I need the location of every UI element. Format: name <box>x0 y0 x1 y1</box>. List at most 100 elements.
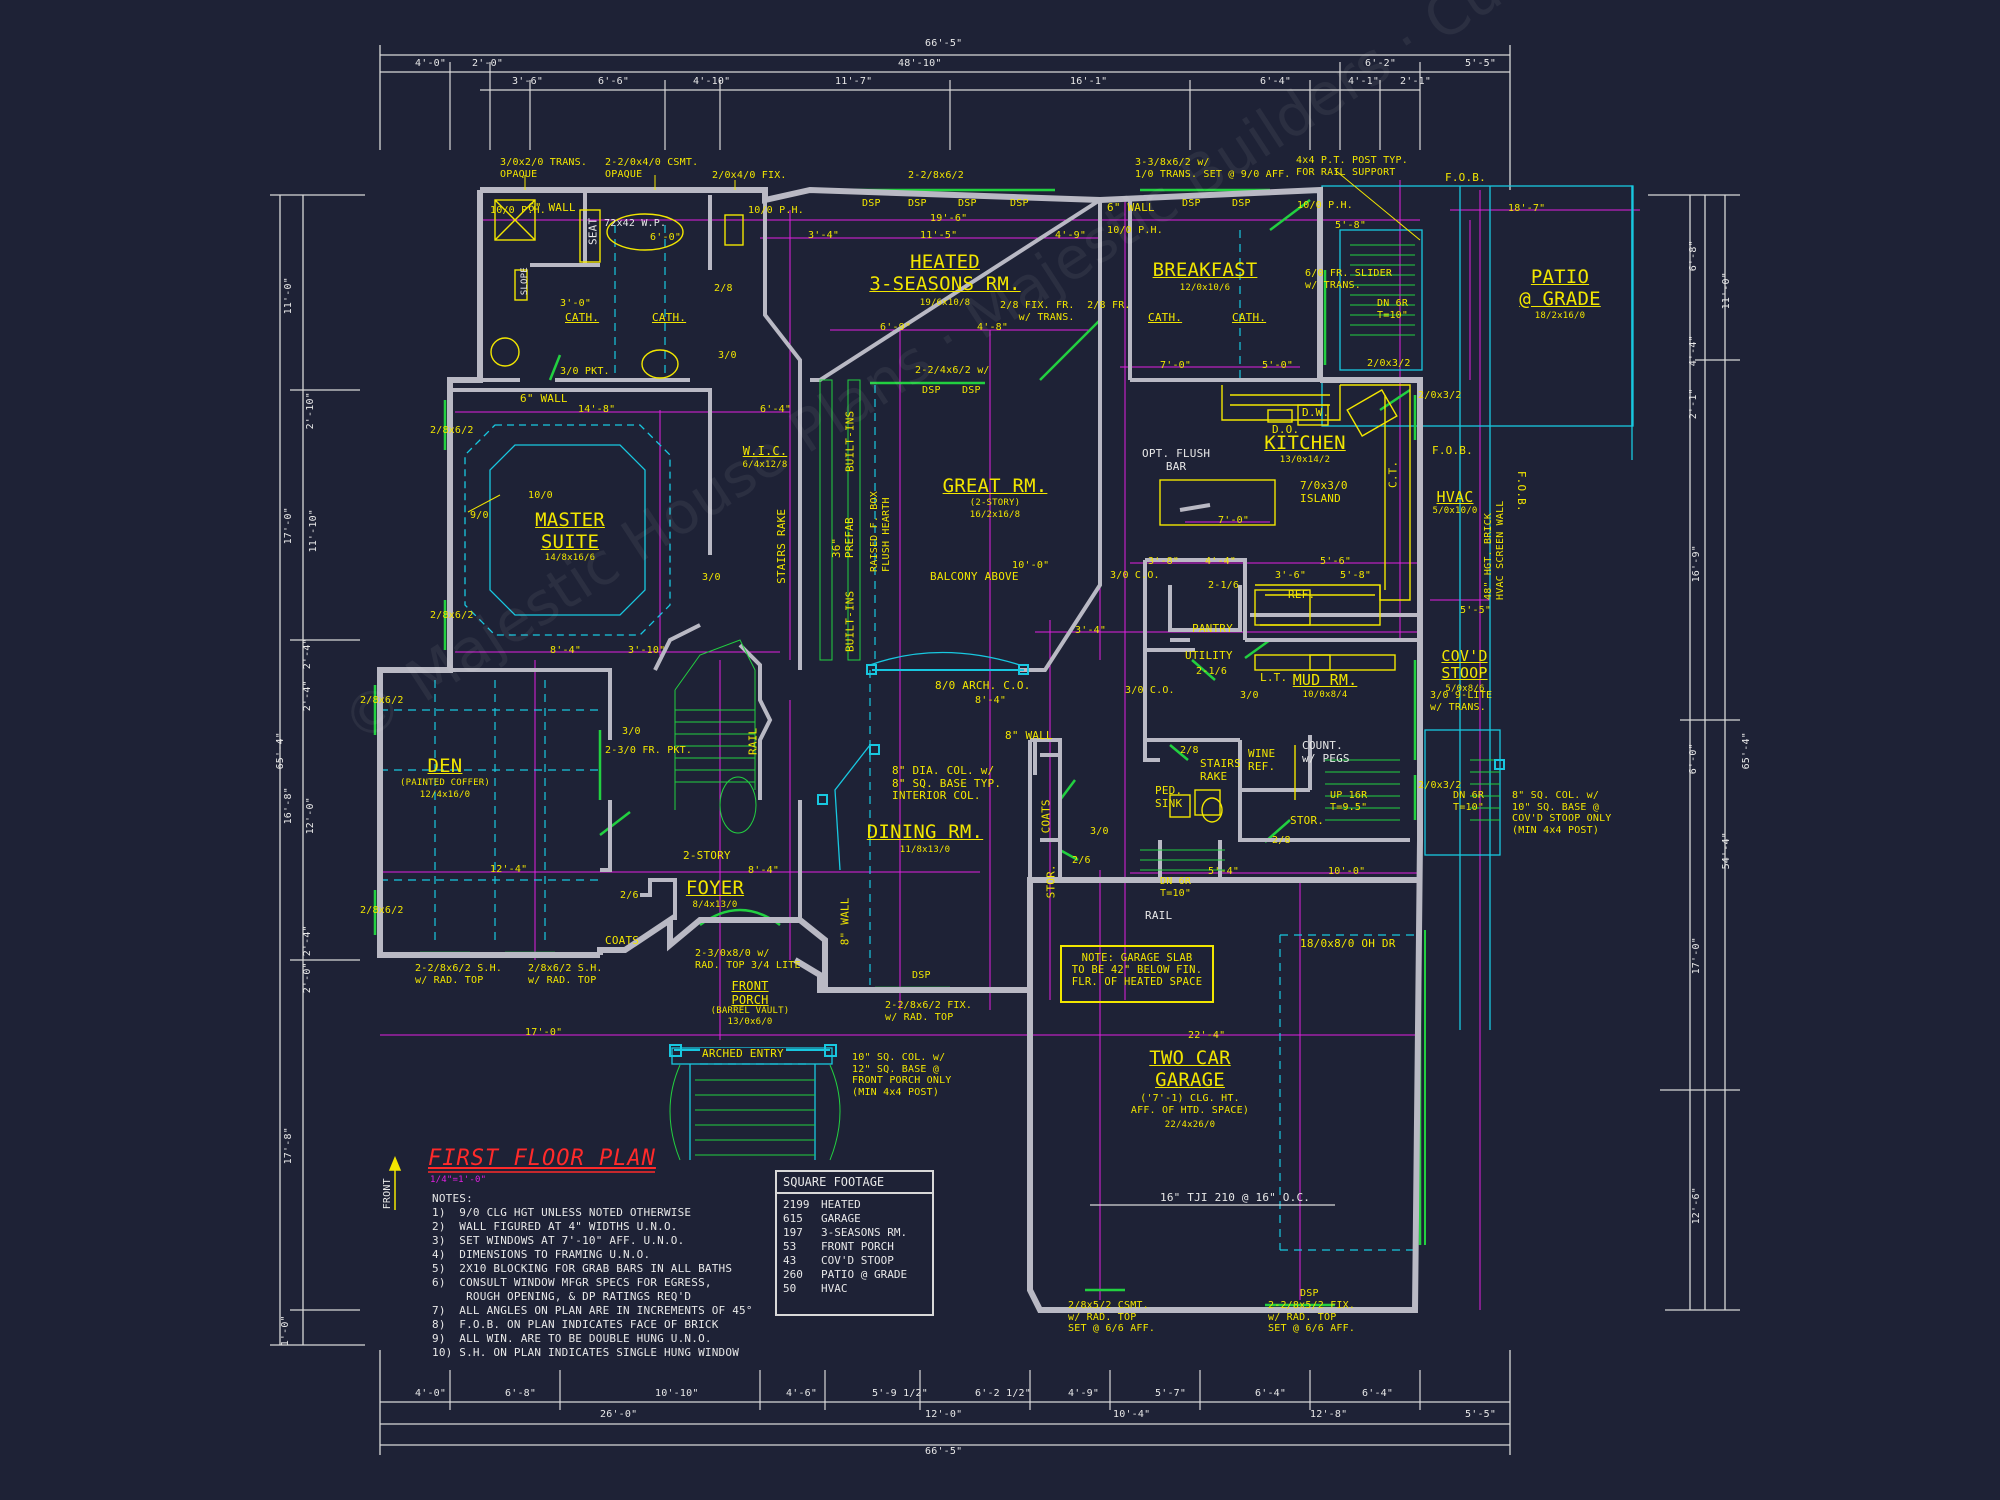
dimension-label: 12'-0" <box>925 1409 963 1420</box>
callout: 3/0 <box>702 572 721 583</box>
label-fob2: F.O.B. <box>1432 444 1473 457</box>
dimension-label: 4'-9" <box>1055 230 1087 241</box>
label-built-ins2: BUILT-INS <box>843 590 857 653</box>
label-fob3: F.O.B. <box>1514 470 1528 512</box>
room-den-sub: (PAINTED COFFER) <box>400 778 490 788</box>
callout: 2-2/8x6/2 FIX. w/ RAD. TOP <box>885 1000 973 1023</box>
label-wine-ref: WINE REF. <box>1248 747 1276 773</box>
callout: 9/0 <box>470 510 489 521</box>
dimension-label: 6'-4" <box>1260 76 1292 87</box>
dimension-label: 66'-5" <box>925 1446 963 1457</box>
callout: 2/6 <box>620 890 639 901</box>
callout: 2/8 FIX. FR. 2/8 FR. w/ TRANS. <box>1000 300 1131 323</box>
room-patio-size: 18/2x16/0 <box>1534 311 1586 321</box>
label-fob1: F.O.B. <box>1445 171 1486 184</box>
sqft-value: 43 <box>783 1254 797 1267</box>
dimension-label: 2'-0" <box>472 58 504 69</box>
callout: 2/8x6/2 <box>430 610 474 621</box>
dimension-label: 22'-4" <box>1188 1030 1226 1041</box>
label-cath3: CATH. <box>1148 311 1183 324</box>
dimension-label: 2'-10" <box>304 392 316 430</box>
dimension-label: 3'-6" <box>512 76 544 87</box>
room-dining-size: 11/8x13/0 <box>899 845 951 855</box>
dimension-label: 12'-4" <box>490 864 528 875</box>
dimension-label: 6'-6" <box>598 76 630 87</box>
garage-note: NOTE: GARAGE SLAB TO BE 42" BELOW FIN. F… <box>1071 952 1203 989</box>
callout: 3/0 9-LITE w/ TRANS. <box>1430 690 1493 713</box>
dimension-label: 12'-0" <box>304 797 316 835</box>
callout: DSP <box>1232 198 1251 209</box>
sqft-label: HEATED <box>821 1198 861 1211</box>
dimension-label: 1'-0" <box>279 1315 291 1347</box>
dimension-label: 3'-10" <box>628 645 666 656</box>
callout: 10/0 P.H. <box>1297 200 1353 211</box>
stairs <box>669 244 1500 1161</box>
note-item: 1) 9/0 CLG HGT UNLESS NOTED OTHERWISE <box>432 1206 692 1219</box>
sqft-label: HVAC <box>821 1282 848 1295</box>
dimension-label: 6'-0" <box>1687 743 1699 775</box>
callout: 10/0 P.H. <box>1107 225 1163 236</box>
label-coats2: COATS <box>1039 799 1053 834</box>
callout: 2/8x5/2 CSMT. w/ RAD. TOP SET @ 6/6 AFF. <box>1068 1300 1156 1334</box>
dimension-label: 16'-8" <box>282 787 294 825</box>
room-covd-stoop-size: 5/0x8/6 <box>1445 684 1485 694</box>
label-stairs-rake2: STAIRS RAKE <box>775 508 789 584</box>
callout: 10/0 P.H. <box>490 205 546 216</box>
callout: 8" SQ. COL. w/ 10" SQ. BASE @ COV'D STOO… <box>1512 790 1612 836</box>
dimension-label: 10'-0" <box>1012 560 1050 571</box>
callout: 3/0 <box>718 350 737 361</box>
dimension-label: 4'-0" <box>415 1388 447 1399</box>
note-item: 9) ALL WIN. ARE TO BE DOUBLE HUNG U.N.O. <box>432 1331 712 1345</box>
callout: DSP <box>1010 198 1029 209</box>
room-kitchen-size: 13/0x14/2 <box>1279 455 1331 465</box>
callout: 2/8 <box>1180 745 1199 756</box>
room-master-suite: MASTER SUITE <box>535 509 605 553</box>
dimension-label: 5'-4" <box>1208 866 1240 877</box>
room-three-seasons-size: 19/6x10/8 <box>919 298 971 308</box>
dimension-label: 19'-6" <box>930 213 968 224</box>
label-wall8-2: 8" WALL <box>838 897 852 946</box>
dimension-label: 5'-8" <box>1340 570 1372 581</box>
callout: DSP <box>912 970 931 981</box>
dimension-label: 11'-5" <box>920 230 958 241</box>
callout: 3/0 <box>1090 826 1109 837</box>
label-ped-sink: PED. SINK <box>1155 784 1183 810</box>
callout: 2/8 <box>714 283 733 294</box>
dimension-label: 4'-6" <box>786 1388 818 1399</box>
room-den: DEN <box>427 755 463 777</box>
label-ct: C.T. <box>1386 460 1400 488</box>
sqft-value: 260 <box>783 1268 803 1281</box>
dimension-label: 26'-0" <box>600 1409 638 1420</box>
dimension-label: 3'-0" <box>560 298 592 309</box>
dimension-label: 7'-0" <box>1218 515 1250 526</box>
dimension-frame <box>270 45 1740 1455</box>
callout: 2/8x6/2 S.H. w/ RAD. TOP <box>528 963 603 986</box>
room-foyer-size: 8/4x13/0 <box>692 900 738 910</box>
label-arch: 8/0 ARCH. C.O. <box>935 679 1031 692</box>
callout: 2/0x3/2 <box>1367 358 1411 369</box>
callout: 2-1/6 <box>1208 580 1240 591</box>
garage-note-box: NOTE: GARAGE SLAB TO BE 42" BELOW FIN. F… <box>1060 945 1214 1003</box>
sqft-value: 615 <box>783 1212 803 1225</box>
label-hvac-wall: 48" HGT. BRICK HVAC SCREEN WALL <box>1483 500 1506 600</box>
label-two-story: 2-STORY <box>683 849 731 862</box>
dimension-label: 17'-0" <box>282 507 294 545</box>
callout: 2/0x3/2 <box>1418 780 1462 791</box>
callout: DSP <box>908 198 927 209</box>
label-wall6-2: 6" WALL <box>520 392 568 405</box>
label-lt: L.T. <box>1260 671 1288 684</box>
note-item: 10) S.H. ON PLAN INDICATES SINGLE HUNG W… <box>432 1345 740 1359</box>
callout: 2-2/8x6/2 <box>908 170 964 181</box>
dimension-label: 3'-8" <box>1148 556 1180 567</box>
callout: 6/0 FR. SLIDER w/ TRANS. <box>1305 268 1393 291</box>
sqft-value: 197 <box>783 1226 803 1239</box>
callout: 3-3/8x6/2 w/ 1/0 TRANS. SET @ 9/0 AFF. <box>1135 157 1291 180</box>
label-built-ins1: BUILT-INS <box>843 410 857 473</box>
callout: 2/8x6/2 <box>360 695 404 706</box>
dimension-label: 17'-0" <box>525 1027 563 1038</box>
notes-heading: NOTES: <box>432 1192 473 1205</box>
front-arrow-icon <box>388 1156 402 1210</box>
